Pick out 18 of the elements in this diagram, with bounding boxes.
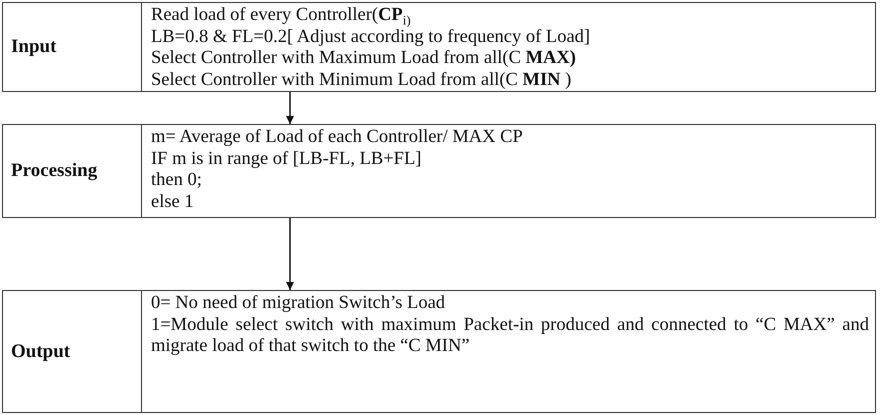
- process-row: [2, 124, 876, 218]
- statement-text: Select Controller with Minimum Load from all(C MIN ): [151, 70, 572, 91]
- statement-text: Select Controller with Maximum Load from all(C MAX): [151, 48, 577, 70]
- arrow: [286, 218, 294, 290]
- statement-text: LB=0.8 & FL=0.2[ Adjust according to frequency of Load]: [151, 26, 592, 48]
- statement-text: Read load of every Controller(CP$_{i)}$: [151, 5, 412, 26]
- statement-text: then 0;: [151, 170, 203, 192]
- process-row: [2, 2, 876, 92]
- statement-text: 1=Module select switch with maximum Packet-in produced and connected to “C MAX” and migrate load of that switch to the “C MIN”: [151, 314, 869, 358]
- row-heading: Output: [11, 340, 70, 362]
- process-row: [2, 290, 876, 413]
- statement-text: IF m is in range of [LB-FL, LB+FL]: [151, 148, 422, 170]
- row-heading: Processing: [11, 160, 98, 182]
- row-heading: Input: [11, 36, 56, 58]
- statement-text: 0= No need of migration Switch’s Load: [151, 293, 446, 314]
- arrow: [286, 92, 294, 124]
- statement-text: m= Average of Load of each Controller/ MAX CP: [151, 127, 524, 148]
- statement-text: else 1: [151, 192, 195, 213]
